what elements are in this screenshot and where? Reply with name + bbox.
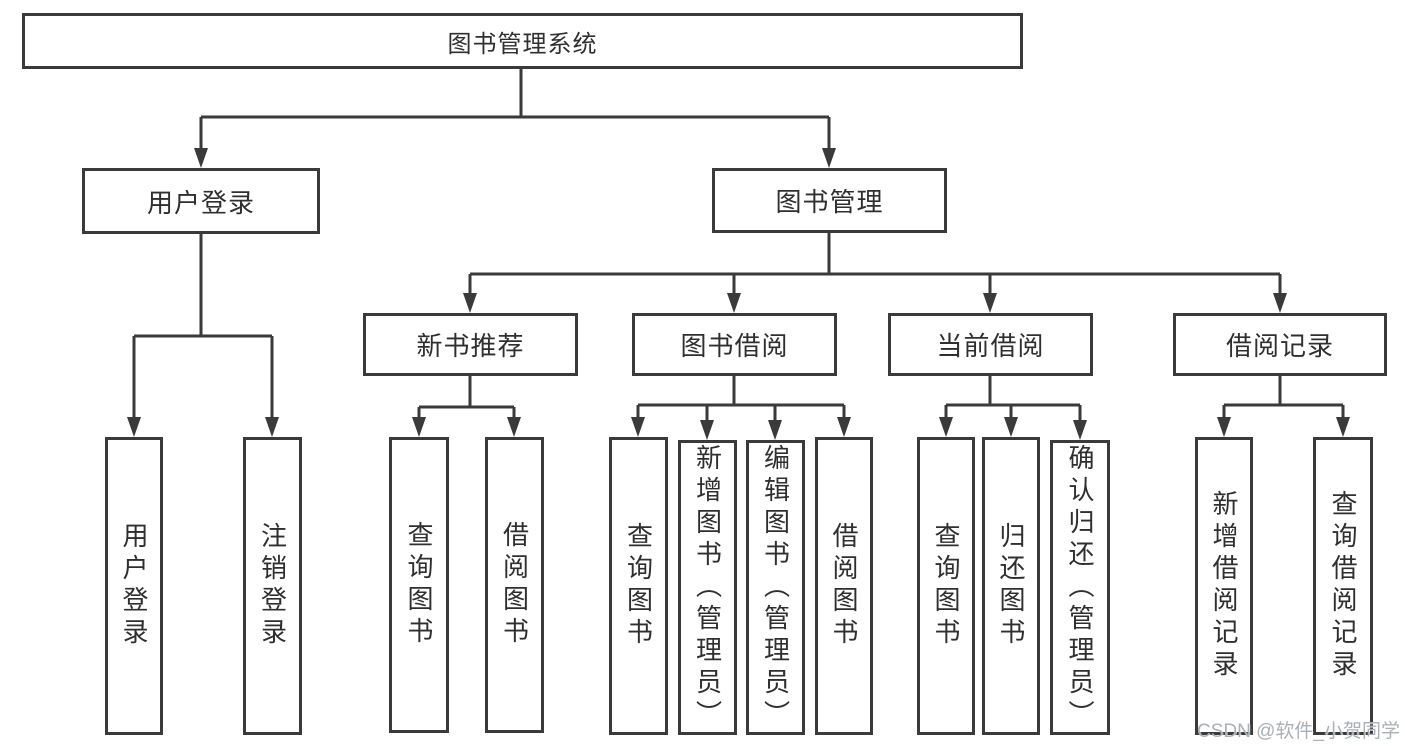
node-user-login-label: 用户登录 xyxy=(146,187,255,218)
node-query-books-current: 查询图书 xyxy=(917,437,975,735)
node-query-borrow-record: 查询借阅记录 xyxy=(1313,437,1373,735)
connector-current-borrow-to-leaves xyxy=(939,376,1087,440)
arrowhead xyxy=(700,420,714,440)
arrowhead xyxy=(507,417,521,437)
node-borrow-books-recommend-label: 借阅图书 xyxy=(499,521,530,649)
arrowhead xyxy=(983,293,997,313)
arrowhead xyxy=(837,417,851,437)
node-book-management: 图书管理 xyxy=(712,168,947,233)
node-query-books-recommend: 查询图书 xyxy=(389,437,449,733)
node-query-borrow-record-label: 查询借阅记录 xyxy=(1328,490,1358,682)
connector-borrow-records-to-leaves xyxy=(1217,376,1350,437)
watermark: CSDN @软件_小贺同学 xyxy=(1197,721,1400,742)
arrowhead xyxy=(727,293,741,313)
arrowhead xyxy=(127,417,141,437)
connector-new-book-recommend-to-leaves xyxy=(412,376,521,437)
node-edit-books-admin-label: 编辑图书（管理员） xyxy=(760,443,791,732)
node-query-books-borrow: 查询图书 xyxy=(609,437,668,735)
node-return-books: 归还图书 xyxy=(982,437,1040,735)
node-query-books-borrow-label: 查询图书 xyxy=(623,522,654,650)
node-add-borrow-record-label: 新增借阅记录 xyxy=(1209,490,1239,682)
connector-book-management-to-level3 xyxy=(463,233,1287,313)
node-add-borrow-record: 新增借阅记录 xyxy=(1195,437,1253,735)
connector-root-to-level2 xyxy=(194,69,836,168)
node-user-login-leaf: 用户登录 xyxy=(105,437,163,735)
arrowhead xyxy=(768,420,782,440)
arrowhead xyxy=(1073,420,1087,440)
node-root: 图书管理系统 xyxy=(22,13,1023,69)
node-new-book-recommend: 新书推荐 xyxy=(363,313,578,376)
node-confirm-return-admin: 确认归还（管理员） xyxy=(1050,440,1110,735)
node-new-book-recommend-label: 新书推荐 xyxy=(416,331,525,361)
arrowhead xyxy=(939,417,953,437)
arrowhead xyxy=(265,417,279,437)
node-return-books-label: 归还图书 xyxy=(996,522,1026,650)
arrowhead xyxy=(1217,417,1231,437)
node-book-borrow-label: 图书借阅 xyxy=(680,331,789,361)
connector-user-login-to-leaves xyxy=(127,234,279,437)
node-user-login: 用户登录 xyxy=(82,168,320,234)
node-user-login-leaf-label: 用户登录 xyxy=(119,522,149,650)
node-add-books-admin: 新增图书（管理员） xyxy=(678,440,737,735)
node-edit-books-admin: 编辑图书（管理员） xyxy=(746,440,805,735)
arrowhead xyxy=(463,293,477,313)
node-query-books-current-label: 查询图书 xyxy=(931,522,961,650)
node-borrow-records-label: 借阅记录 xyxy=(1225,331,1334,361)
arrowhead xyxy=(1336,417,1350,437)
node-add-books-admin-label: 新增图书（管理员） xyxy=(692,443,723,732)
node-book-borrow: 图书借阅 xyxy=(632,313,837,376)
node-borrow-records: 借阅记录 xyxy=(1173,313,1387,376)
arrowhead xyxy=(412,417,426,437)
node-borrow-books: 借阅图书 xyxy=(815,437,873,735)
node-current-borrow-label: 当前借阅 xyxy=(936,331,1045,361)
node-book-management-label: 图书管理 xyxy=(775,187,884,217)
node-borrow-books-recommend: 借阅图书 xyxy=(485,437,544,733)
node-logout: 注销登录 xyxy=(243,437,302,735)
node-logout-label: 注销登录 xyxy=(257,522,288,650)
node-current-borrow: 当前借阅 xyxy=(888,313,1093,376)
node-borrow-books-label: 借阅图书 xyxy=(829,522,859,650)
arrowhead xyxy=(194,148,208,168)
arrowhead xyxy=(1273,293,1287,313)
arrowhead xyxy=(1004,417,1018,437)
arrowhead xyxy=(822,148,836,168)
connector-book-borrow-to-leaves xyxy=(631,376,851,440)
node-confirm-return-admin-label: 确认归还（管理员） xyxy=(1065,443,1095,732)
node-root-label: 图书管理系统 xyxy=(447,30,598,58)
arrowhead xyxy=(631,417,645,437)
node-query-books-recommend-label: 查询图书 xyxy=(404,521,434,649)
